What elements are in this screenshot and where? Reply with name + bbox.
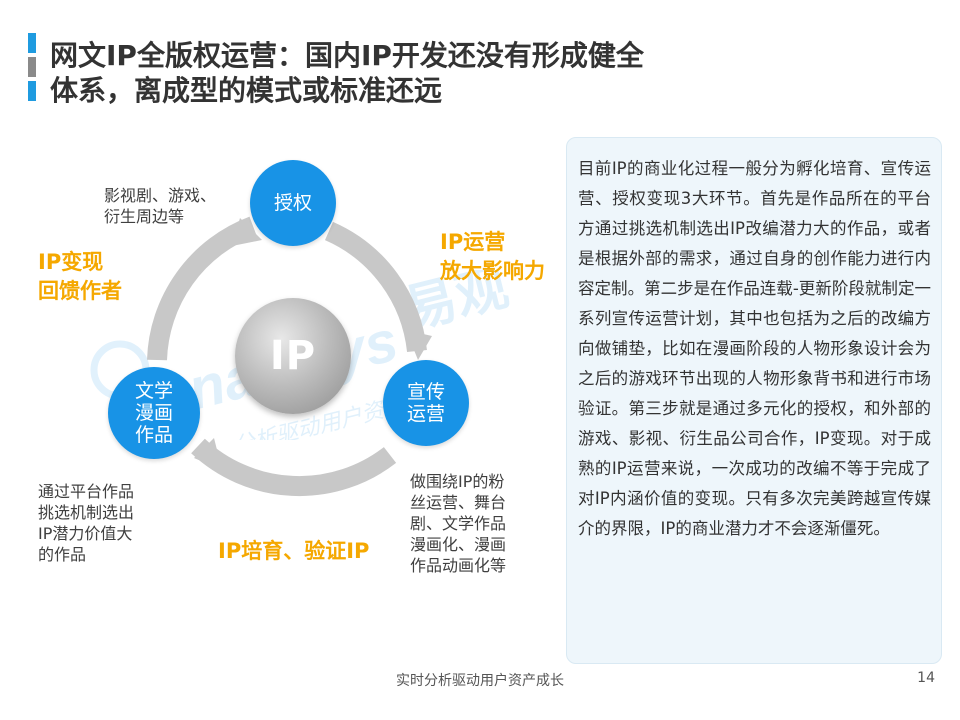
center-ip-circle: IP — [235, 298, 351, 414]
stage-ip-monetization: IP变现 回馈作者 — [38, 250, 122, 303]
node-promotion-operation: 宣传 运营 — [383, 360, 469, 446]
center-ip-label: IP — [269, 333, 317, 379]
page-title-line-2: 体系，离成型的模式或标准还远 — [50, 74, 443, 107]
cycle-diagram — [147, 216, 432, 497]
node-promotion-operation-label: 宣传 运营 — [406, 381, 445, 425]
ring-arrow-head-left — [232, 218, 262, 246]
title-accent-bars — [28, 33, 36, 105]
node-authorize: 授权 — [250, 160, 336, 246]
stage-ip-incubation: IP培育、验证IP — [218, 539, 370, 563]
description-text: 目前IP的商业化过程一般分为孵化培育、宣传运营、授权变现3大环节。首先是作品所在… — [578, 159, 931, 538]
node-authorize-label: 授权 — [273, 192, 312, 214]
ring-arc-bottom — [191, 438, 397, 497]
page-title: 网文IP全版权运营：国内IP开发还没有形成健全 体系，离成型的模式或标准还远 — [50, 38, 770, 108]
page-title-line-1: 网文IP全版权运营：国内IP开发还没有形成健全 — [50, 39, 644, 72]
ring-arrow-head-right — [406, 330, 432, 360]
page-number: 14 — [917, 670, 935, 686]
title-accent-bar-gray — [28, 57, 36, 77]
note-authorize: 影视剧、游戏、 衍生周边等 — [104, 186, 217, 226]
note-promotion-operation: 做围绕IP的粉 丝运营、舞台 剧、文学作品 漫画化、漫画 作品动画化等 — [410, 472, 507, 575]
description-panel: 目前IP的商业化过程一般分为孵化培育、宣传运营、授权变现3大环节。首先是作品所在… — [566, 137, 942, 664]
note-literature-comics: 通过平台作品 挑选机制选出 IP潜力价值大 的作品 — [38, 482, 135, 564]
title-accent-bar-blue — [28, 33, 36, 53]
ring-arrow-head-bottom — [194, 438, 222, 470]
node-literature-comics: 文学 漫画 作品 — [108, 367, 200, 459]
footer-tagline: 实时分析驱动用户资产成长 — [396, 673, 564, 689]
cycle-ring — [147, 216, 432, 497]
stage-ip-operation: IP运营 放大影响力 — [440, 230, 545, 283]
node-literature-comics-label: 文学 漫画 作品 — [134, 380, 173, 446]
ring-arc-top-left — [147, 216, 257, 361]
title-accent-bar-blue — [28, 81, 36, 101]
